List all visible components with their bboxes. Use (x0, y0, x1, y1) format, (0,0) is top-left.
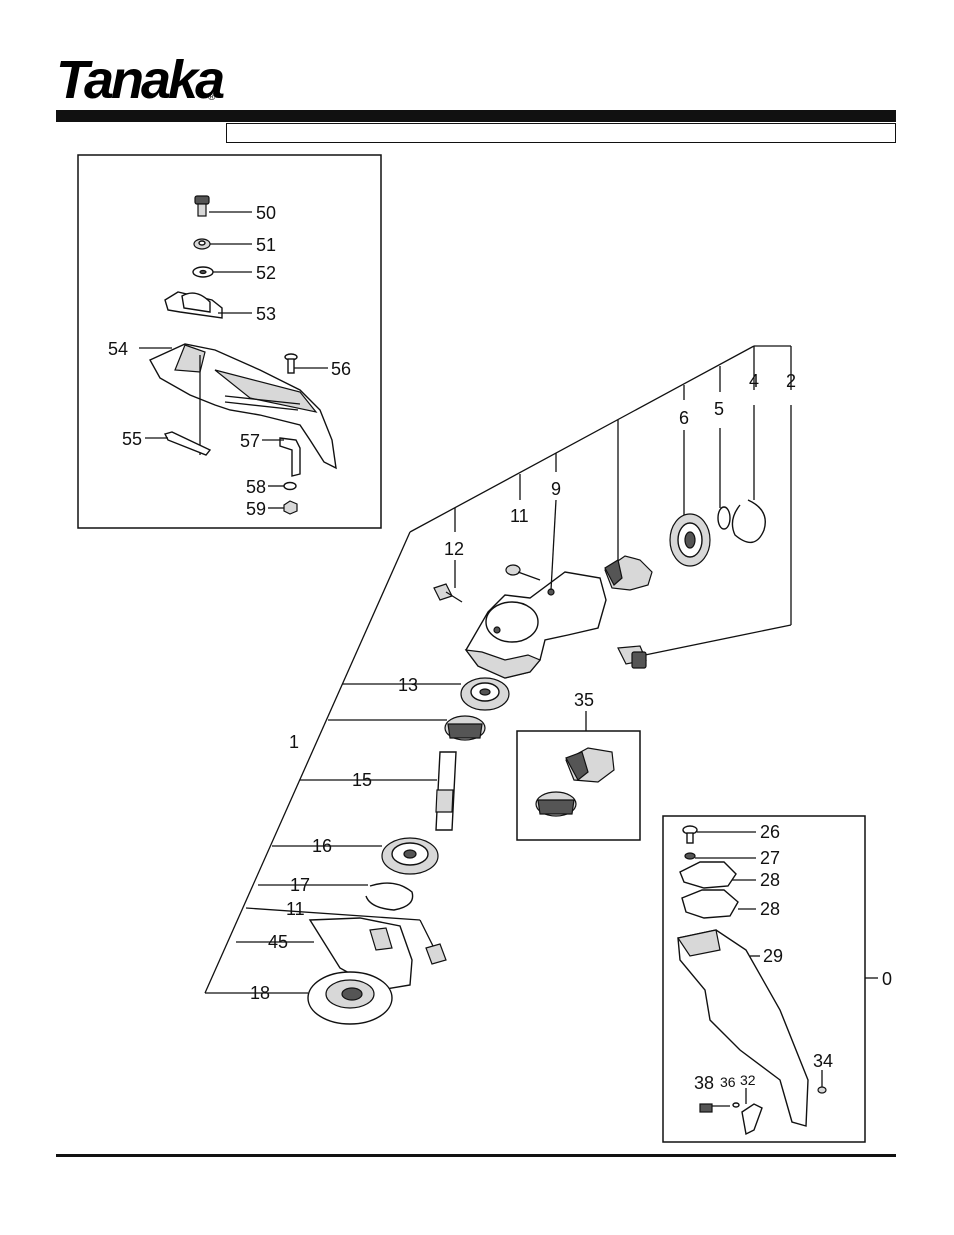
registered-mark: ® (208, 92, 216, 103)
bearing-13 (342, 677, 510, 711)
washer-58 (268, 481, 297, 491)
bearing-16 (272, 837, 439, 875)
clip-57 (262, 437, 301, 477)
bolt-11-bottom (245, 907, 447, 965)
callout-52: 52 (256, 263, 276, 283)
callout-59: 59 (246, 499, 266, 519)
plate-55 (145, 431, 212, 456)
shaft-15 (300, 751, 457, 831)
callout-9: 9 (551, 479, 561, 499)
callout-1: 1 (289, 732, 299, 752)
callout-27: 27 (760, 848, 780, 868)
callout-51: 51 (256, 235, 276, 255)
callout-36: 36 (720, 1074, 736, 1090)
callout-35: 35 (574, 690, 594, 710)
callout-28-upper: 28 (760, 870, 780, 890)
guard-assembly (677, 825, 827, 1136)
shield-assembly (139, 195, 337, 515)
callout-4: 4 (749, 371, 759, 391)
leader-tree-top (204, 345, 792, 994)
bearing-6 (669, 430, 711, 567)
callout-55: 55 (122, 429, 142, 449)
callout-11-top: 11 (510, 506, 529, 526)
holder-18 (205, 971, 393, 1025)
callout-50: 50 (256, 203, 276, 223)
shield-inset-box (77, 154, 382, 529)
guard-inset-box (662, 815, 866, 1143)
nut-59 (268, 500, 298, 515)
circlip-17 (258, 882, 414, 911)
bolt-50 (194, 195, 252, 217)
callout-26: 26 (760, 822, 780, 842)
shield-54 (139, 343, 337, 470)
screw-56 (284, 353, 328, 374)
callout-56: 56 (331, 359, 351, 379)
callout-15: 15 (352, 770, 372, 790)
bolt-2 (617, 405, 792, 669)
callout-54: 54 (108, 339, 128, 359)
callout-18: 18 (250, 983, 270, 1003)
tanaka-logo: Tanaka ® (56, 48, 227, 110)
pinion-gear (604, 555, 653, 591)
callout-5: 5 (714, 399, 724, 419)
callout-6: 6 (679, 408, 689, 428)
callout-16: 16 (312, 836, 332, 856)
callout-34: 34 (813, 1051, 833, 1071)
callout-53: 53 (256, 304, 276, 324)
header-bar (56, 110, 896, 122)
header-title-box (226, 123, 896, 143)
washer-52 (192, 266, 252, 278)
callout-32: 32 (740, 1072, 756, 1088)
nut-51 (193, 238, 252, 250)
callout-57: 57 (240, 431, 260, 451)
logo-text: Tanaka (56, 50, 224, 108)
callout-12: 12 (444, 539, 464, 559)
bolt-12 (433, 560, 463, 603)
callout-0: 0 (882, 969, 892, 989)
footer-rule (56, 1154, 896, 1157)
gear-set-35 (535, 747, 615, 817)
callout-58: 58 (246, 477, 266, 497)
callout-29: 29 (763, 946, 783, 966)
callout-38: 38 (694, 1073, 714, 1093)
screw-11-top (505, 564, 541, 581)
callout-13: 13 (398, 675, 418, 695)
callout-28-lower: 28 (760, 899, 780, 919)
cover-45 (236, 917, 413, 991)
bracket-53 (164, 291, 252, 319)
callout-17: 17 (290, 875, 310, 895)
ring-5 (717, 428, 731, 530)
circlip-4 (731, 405, 766, 543)
callout-2: 2 (786, 371, 796, 391)
callout-45: 45 (268, 932, 288, 952)
gear-set-inset-box (516, 730, 641, 841)
bevel-gear (328, 715, 486, 741)
callout-11-bottom: 11 (286, 899, 305, 919)
gear-case-9 (464, 499, 607, 679)
